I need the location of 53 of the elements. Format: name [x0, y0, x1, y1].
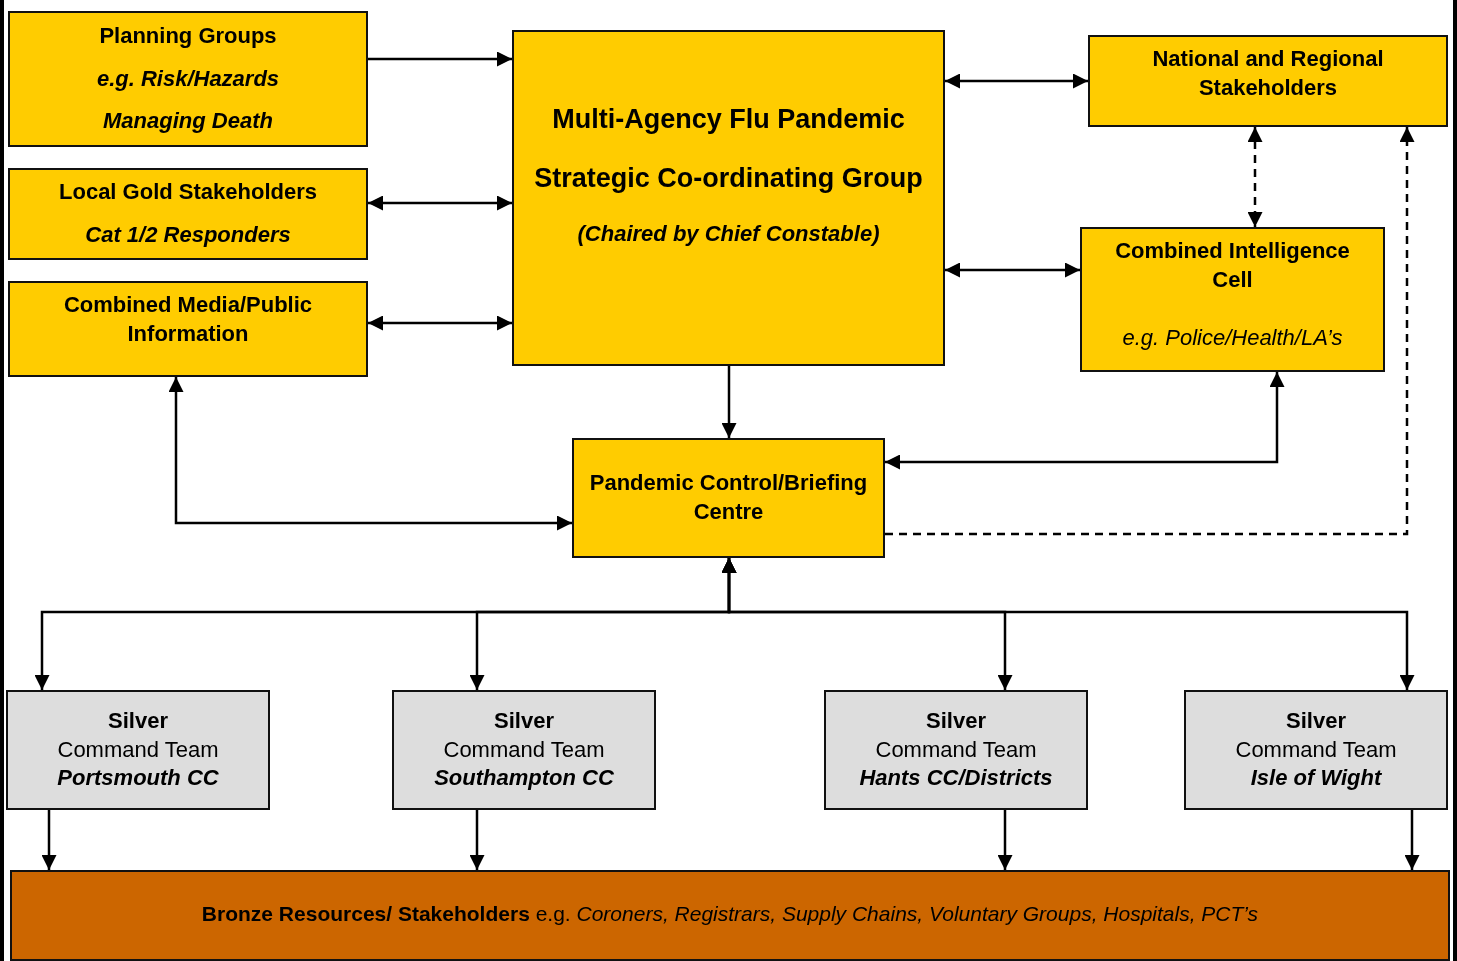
arrow [997, 810, 1013, 870]
node-text: Command Team [57, 735, 219, 764]
node-text: (Chaired by Chief Constable) [577, 220, 880, 249]
arrow [469, 810, 485, 870]
team-box [1184, 690, 1448, 810]
node-text: Command Team [443, 735, 605, 764]
team-box [6, 690, 270, 810]
node-text: Silver [494, 707, 554, 736]
node-text: Local Gold Stakeholders [59, 178, 317, 207]
node-text: Command Team [875, 735, 1037, 764]
node-text: Silver [926, 707, 986, 736]
node-text: Pandemic Control/Briefing Centre [588, 469, 869, 526]
arrow [885, 127, 1415, 536]
arrow [721, 558, 1415, 690]
team-box [824, 690, 1088, 810]
node-text: Portsmouth CC [57, 764, 219, 793]
arrow [168, 377, 572, 531]
node-text: Cat 1/2 Responders [85, 221, 291, 249]
arrow [945, 73, 1088, 89]
arrow [721, 366, 737, 438]
node-text: Silver [108, 707, 168, 736]
resource-band [10, 870, 1450, 961]
node-text: Silver [1286, 707, 1346, 736]
arrow [1247, 127, 1263, 227]
node-text: e.g. Risk/Hazards [96, 64, 280, 93]
node-text: e.g. Police/Health/LA’s [1122, 324, 1343, 353]
node-text: Combined Media/Public Information [62, 291, 314, 348]
node-text: Combined Intelligence Cell [1114, 237, 1351, 294]
node-text: Strategic Co-ordinating Group [534, 162, 923, 196]
arrow [885, 372, 1285, 470]
arrow [368, 51, 512, 67]
arrow [368, 315, 512, 331]
arrow [945, 262, 1080, 278]
arrow [1404, 810, 1420, 870]
group-box [572, 438, 885, 558]
group-box [8, 168, 368, 260]
node-text: Isle of Wight [1250, 764, 1382, 793]
arrow [41, 810, 57, 870]
node-text: Command Team [1235, 735, 1397, 764]
node-text: Southampton CC [434, 764, 614, 793]
node-text: Bronze Resources/ Stakeholders e.g. Coroners, Registrars, Supply Chains, Voluntary Groups, Hospitals, PCT’s [201, 901, 1259, 927]
group-box [8, 11, 368, 147]
node-text: Managing Death [103, 107, 273, 136]
group-box [8, 281, 368, 377]
group-box [512, 30, 945, 366]
node-text: Planning Groups [99, 22, 277, 51]
node-text: National and Regional Stakeholders [1151, 45, 1385, 102]
node-text: Multi-Agency Flu Pandemic [552, 103, 905, 136]
group-box [1080, 227, 1385, 372]
arrow [368, 195, 512, 211]
group-box [1088, 35, 1448, 127]
team-box [392, 690, 656, 810]
node-text: Hants CC/Districts [859, 764, 1053, 793]
